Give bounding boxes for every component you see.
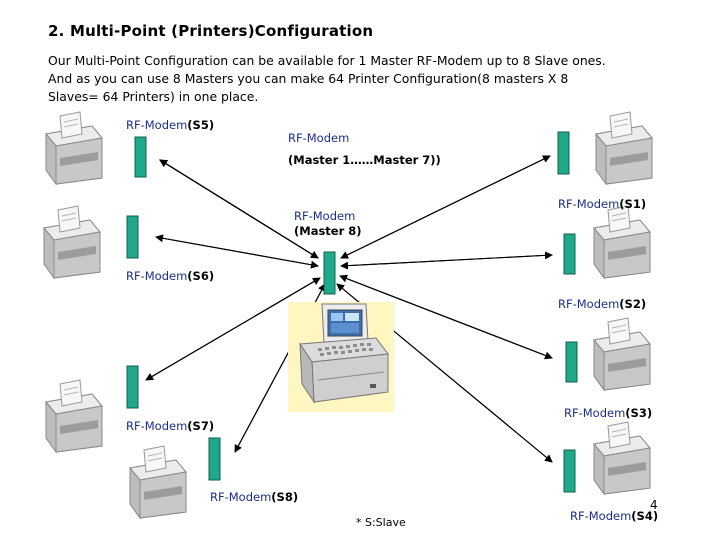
rf-modem-s2 xyxy=(563,233,576,275)
label-master-line1: RF-Modem xyxy=(288,131,350,145)
rf-modem-s4 xyxy=(563,449,576,493)
printer-s4-image xyxy=(593,421,651,495)
label-s8: RF-Modem(S8) xyxy=(210,490,299,504)
label-master8-line1: RF-Modem xyxy=(294,209,356,223)
label-s2: RF-Modem(S2) xyxy=(558,297,647,311)
rf-modem-s8 xyxy=(208,437,221,481)
slave-footnote: * S:Slave xyxy=(356,516,406,529)
label-s6: RF-Modem(S6) xyxy=(126,269,215,283)
intro-line: And as you can use 8 Masters you can mak… xyxy=(48,71,569,86)
rf-modem-s1 xyxy=(557,131,570,175)
slide-title: 2. Multi-Point (Printers)Configuration xyxy=(48,22,374,40)
rf-modem-s3 xyxy=(565,341,578,383)
intro-line: Slaves= 64 Printers) in one place. xyxy=(48,89,259,104)
printer-s5-image xyxy=(45,111,103,185)
intro-line: Our Multi-Point Configuration can be ava… xyxy=(48,53,606,68)
pos-terminal-image xyxy=(288,302,394,412)
label-s1: RF-Modem(S1) xyxy=(558,197,647,211)
printer-s1-image xyxy=(595,111,653,185)
printer-s6-image xyxy=(43,205,101,279)
rf-modem-s6 xyxy=(126,215,139,259)
printer-s2-image xyxy=(593,205,651,279)
label-s4: RF-Modem(S4) xyxy=(570,509,659,523)
printer-s7-image xyxy=(45,379,103,453)
rf-modem-s7 xyxy=(126,365,139,409)
page-number: 4 xyxy=(650,498,658,512)
printer-s8-image xyxy=(129,445,187,519)
rf-modem-master xyxy=(323,251,336,295)
label-s5: RF-Modem(S5) xyxy=(126,118,215,132)
label-s7: RF-Modem(S7) xyxy=(126,419,215,433)
label-master-line2: (Master 1……Master 7)) xyxy=(288,153,441,167)
label-s3: RF-Modem(S3) xyxy=(564,406,653,420)
rf-modem-s5 xyxy=(134,136,147,178)
label-master8-line2: (Master 8) xyxy=(294,224,362,238)
arrow-s5-master xyxy=(159,159,319,259)
intro-text: Our Multi-Point Configuration can be ava… xyxy=(48,52,688,106)
printer-s3-image xyxy=(593,317,651,391)
